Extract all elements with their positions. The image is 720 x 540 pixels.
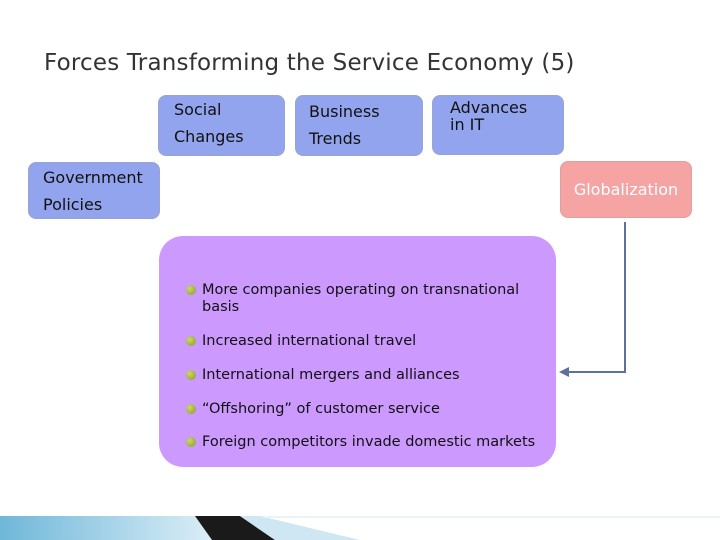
force-box-government-policies: Government Policies bbox=[28, 162, 160, 219]
detail-item: Increased international travel bbox=[186, 333, 566, 350]
force-label-line: Policies bbox=[43, 195, 103, 214]
force-box-globalization: Globalization bbox=[560, 161, 692, 218]
detail-text: Foreign competitors invade domestic mark… bbox=[202, 434, 536, 450]
force-box-business-trends: Business Trends bbox=[295, 95, 423, 156]
detail-item: More companies operating on transnationa… bbox=[186, 282, 566, 316]
slide-title: Forces Transforming the Service Economy … bbox=[44, 50, 575, 76]
force-label-line: Social bbox=[174, 100, 222, 119]
detail-item: International mergers and alliances bbox=[186, 367, 566, 384]
bullet-icon bbox=[186, 437, 196, 447]
detail-text: International mergers and alliances bbox=[202, 367, 460, 383]
force-label: Globalization bbox=[573, 180, 679, 199]
detail-text: Increased international travel bbox=[202, 333, 417, 349]
force-label-line: Government bbox=[43, 168, 143, 187]
detail-text: “Offshoring” of customer service bbox=[202, 401, 440, 417]
bullet-icon bbox=[186, 370, 196, 380]
detail-item: Foreign competitors invade domestic mark… bbox=[186, 434, 566, 451]
globalization-detail-list: More companies operating on transnationa… bbox=[186, 282, 566, 451]
bullet-icon bbox=[186, 404, 196, 414]
force-box-social-changes: Social Changes bbox=[158, 95, 285, 156]
force-label-line: Trends bbox=[309, 129, 362, 148]
force-label-line: in IT bbox=[450, 115, 485, 134]
detail-item: “Offshoring” of customer service bbox=[186, 401, 566, 418]
bullet-icon bbox=[186, 285, 196, 295]
force-label-line: Changes bbox=[174, 127, 244, 146]
detail-text: More companies operating on transnationa… bbox=[202, 282, 520, 298]
force-box-advances-in-it: Advances in IT bbox=[432, 95, 564, 155]
globalization-detail-panel bbox=[159, 236, 556, 467]
footer-decoration bbox=[0, 516, 720, 540]
force-label-line: Business bbox=[309, 102, 380, 121]
bullet-icon bbox=[186, 336, 196, 346]
force-label-line: Advances bbox=[450, 98, 528, 117]
detail-text: basis bbox=[202, 299, 240, 315]
